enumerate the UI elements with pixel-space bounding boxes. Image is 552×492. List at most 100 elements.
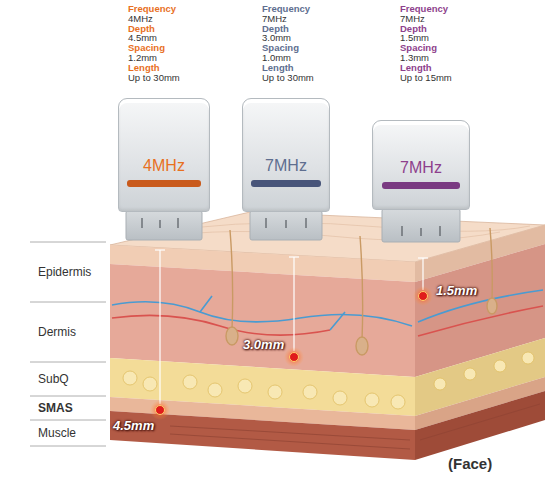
- spec-value: 1.5mm: [400, 33, 429, 43]
- depth-tick: [155, 249, 165, 250]
- layer-name: Epidermis: [38, 265, 91, 279]
- fat-cell: [143, 377, 157, 391]
- hair-bulb: [356, 337, 368, 355]
- spec-value: 3.0mm: [262, 33, 291, 43]
- spec-value: Up to 30mm: [128, 73, 180, 83]
- hair-shaft: [490, 228, 492, 300]
- fat-cell: [238, 379, 252, 393]
- fat-cell: [464, 368, 476, 380]
- dermis-layer: [110, 264, 415, 377]
- spec-heading: Depth: [262, 24, 289, 34]
- frequency-label: 4MHz: [119, 157, 209, 175]
- focal-glow: [150, 400, 170, 420]
- fat-cell: [303, 385, 317, 399]
- separator-line: [30, 420, 106, 421]
- label-bar: [382, 182, 461, 189]
- skin-texture: [150, 223, 530, 240]
- slot-mark: [285, 220, 286, 228]
- focal-point: [290, 353, 299, 362]
- wrinkle-line: [190, 223, 530, 232]
- layer-name: SubQ: [38, 372, 69, 386]
- spec-heading: Spacing: [262, 43, 299, 53]
- cartridge: 7MHz: [242, 98, 330, 212]
- dermis-layer: [415, 244, 545, 377]
- spec-value: Up to 30mm: [262, 73, 314, 83]
- artery: [418, 306, 543, 336]
- transducer-foot: [250, 211, 322, 240]
- spec-value: 1.0mm: [262, 53, 291, 63]
- depth-line: [159, 250, 160, 404]
- layer-separators: [30, 242, 106, 446]
- slot-mark: [265, 218, 266, 228]
- focal-glow: [284, 347, 304, 367]
- separator-line: [30, 396, 106, 397]
- fat-cell: [494, 360, 506, 372]
- spec-heading: Depth: [128, 24, 155, 34]
- spec-heading: Depth: [400, 24, 427, 34]
- fat-cell: [208, 383, 222, 397]
- cartridge-feet: [126, 209, 460, 242]
- muscle-layer: [415, 391, 545, 460]
- fat-cell: [434, 378, 446, 390]
- depth-tick: [418, 257, 428, 258]
- fiber-line: [170, 426, 410, 440]
- frequency-label: 7MHz: [243, 157, 329, 175]
- cartridge: 7MHz: [372, 120, 470, 210]
- focal-glow: [413, 286, 433, 306]
- separator-line: [30, 446, 106, 447]
- separator-line: [30, 362, 106, 363]
- spec-heading: Length: [128, 63, 160, 73]
- spec-heading: Frequency: [262, 4, 310, 14]
- label-bar: [251, 180, 322, 187]
- depth-tick: [289, 256, 299, 257]
- fat-cell: [268, 385, 282, 399]
- slot-mark: [305, 218, 306, 228]
- artery: [112, 315, 330, 335]
- spec-value: Up to 15mm: [400, 73, 452, 83]
- fat-cell: [365, 393, 379, 407]
- spec-value: 7MHz: [400, 14, 425, 24]
- depth-line: [422, 258, 423, 290]
- spec-heading: Spacing: [128, 43, 165, 53]
- fat-cell: [183, 375, 197, 389]
- spec-value: 4MHz: [128, 14, 153, 24]
- slot-mark: [439, 226, 440, 236]
- slot-mark: [177, 218, 178, 228]
- muscle-fibers: [170, 404, 540, 449]
- spec-value: 1.2mm: [128, 53, 157, 63]
- depth-line: [293, 257, 294, 351]
- spec-value: 7MHz: [262, 14, 287, 24]
- blood-vessels: [112, 290, 543, 336]
- separator-line: [30, 302, 106, 303]
- spec-heading: Frequency: [400, 4, 448, 14]
- transducer-foot: [126, 211, 202, 240]
- depth-guides: [155, 250, 428, 404]
- layer-name: Dermis: [38, 325, 76, 339]
- transducer-foot: [382, 209, 460, 242]
- vein-branch: [200, 296, 345, 330]
- fat-cell: [522, 352, 534, 364]
- fat-cell: [123, 371, 137, 385]
- vein: [112, 302, 412, 326]
- hair-bulb: [226, 327, 238, 345]
- hair-shaft: [230, 230, 233, 330]
- view-label: (Face): [448, 455, 492, 472]
- focal-point: [156, 406, 165, 415]
- layer-name: SMAS: [38, 401, 73, 415]
- spec-heading: Length: [400, 63, 432, 73]
- fiber-line: [420, 404, 540, 440]
- frequency-label: 7MHz: [373, 159, 469, 177]
- spec-value: 1.3mm: [400, 53, 429, 63]
- label-bar: [127, 180, 201, 187]
- hair-bulb: [487, 298, 497, 314]
- spec-heading: Length: [262, 63, 294, 73]
- fat-cell: [333, 391, 347, 405]
- layer-name: Muscle: [38, 426, 76, 440]
- focal-points: [150, 286, 433, 420]
- hair-follicles: [226, 228, 497, 355]
- slot-mark: [420, 228, 421, 236]
- focal-point: [419, 292, 428, 301]
- depth-value: 4.5mm: [113, 418, 154, 433]
- fiber-line: [170, 434, 410, 449]
- fat-lobules: [123, 352, 534, 409]
